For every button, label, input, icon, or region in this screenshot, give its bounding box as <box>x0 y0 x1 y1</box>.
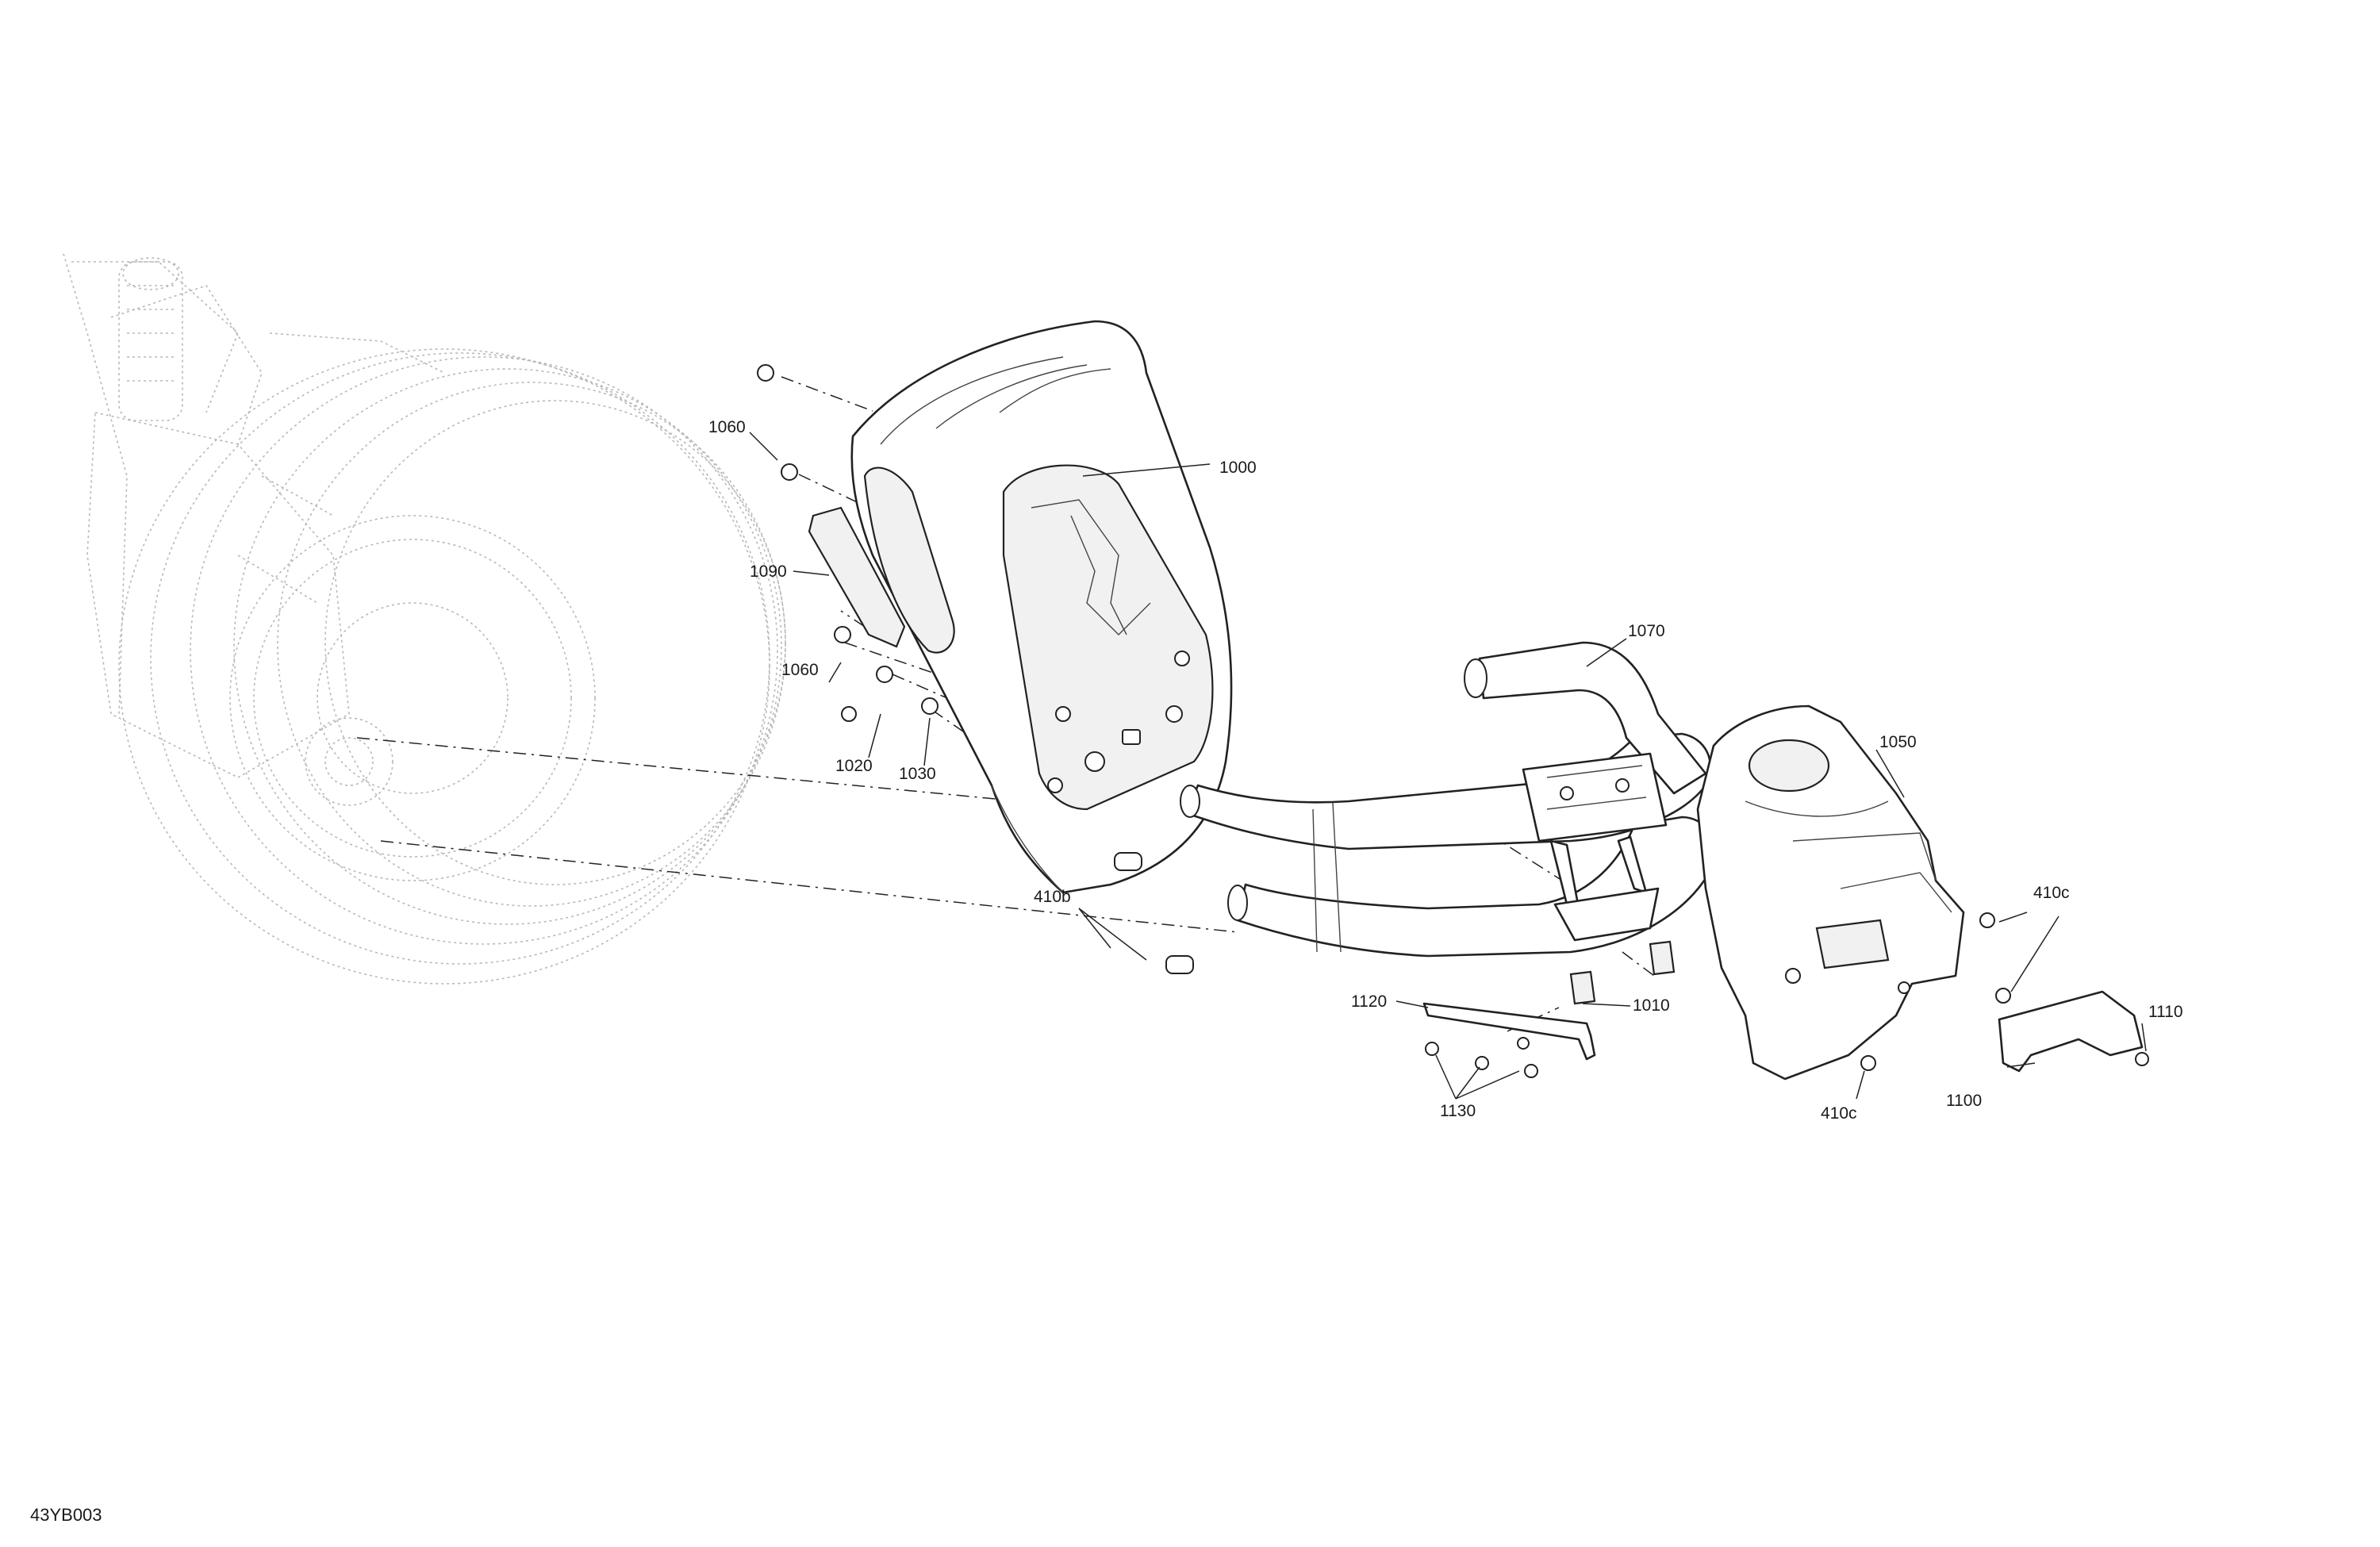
label-part-1120[interactable]: 1120 <box>1351 992 1388 1011</box>
label-part-410c-top[interactable]: 410c <box>2033 884 2070 902</box>
label-part-1050[interactable]: 1050 <box>1879 733 1917 751</box>
part-1000-fender-body <box>850 320 1233 894</box>
label-part-1100[interactable]: 1100 <box>1946 1092 1983 1110</box>
label-part-1130[interactable]: 1130 <box>1440 1102 1476 1120</box>
part-1120-bracket-strip <box>1422 1002 1596 1061</box>
label-part-410b[interactable]: 410b <box>1034 888 1071 906</box>
leader-lines <box>749 432 2147 1100</box>
label-part-1060-top[interactable]: 1060 <box>708 418 746 436</box>
label-part-1060-bottom[interactable]: 1060 <box>781 661 819 679</box>
part-1070-rack-tube <box>1180 641 1717 958</box>
part-1090-reflector <box>808 506 906 648</box>
label-part-1020[interactable]: 1020 <box>835 757 873 775</box>
part-1100-cover-plate <box>1998 990 2144 1073</box>
hardware-fasteners <box>757 364 2149 1071</box>
label-part-1070[interactable]: 1070 <box>1628 622 1665 640</box>
label-part-1000[interactable]: 1000 <box>1219 459 1257 477</box>
label-part-1090[interactable]: 1090 <box>750 562 787 581</box>
part-1130-nuts <box>1425 1042 1538 1078</box>
label-part-1110[interactable]: 1110 <box>2148 1003 2183 1021</box>
label-part-1030[interactable]: 1030 <box>899 765 936 783</box>
part-1050-side-cover <box>1696 704 1965 1081</box>
label-part-1010[interactable]: 1010 <box>1633 996 1670 1015</box>
ghost-context-drawing <box>63 253 786 985</box>
part-1010-clips <box>1569 940 1676 1005</box>
figure-code: 43YB003 <box>30 1505 102 1525</box>
label-part-410c-bottom[interactable]: 410c <box>1821 1104 1857 1123</box>
